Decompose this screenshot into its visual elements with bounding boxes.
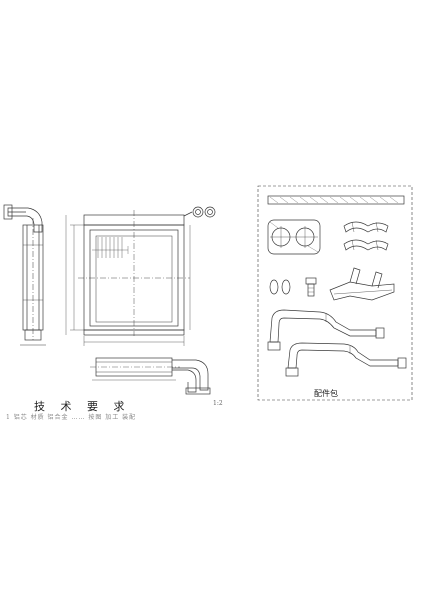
tech-requirements-title: 技 术 要 求 (34, 400, 131, 413)
side-view (3, 204, 46, 346)
o-rings (269, 279, 291, 295)
front-view (65, 206, 216, 346)
gasket-strip (267, 195, 405, 205)
accessory-kit-label: 配件包 (314, 389, 338, 398)
pipe-upper (267, 309, 385, 351)
pipe-lower (285, 342, 407, 377)
top-view (90, 357, 211, 395)
tech-requirements-note: 1 铝芯 材质 铝合金 …… 按图 加工 装配 (6, 414, 137, 421)
bracket (329, 267, 395, 301)
accessory-kit (257, 185, 413, 401)
spring-clips (343, 221, 389, 251)
bolt (305, 277, 317, 297)
scale-label: 1:2 (213, 400, 223, 407)
flange-gasket (267, 219, 321, 255)
